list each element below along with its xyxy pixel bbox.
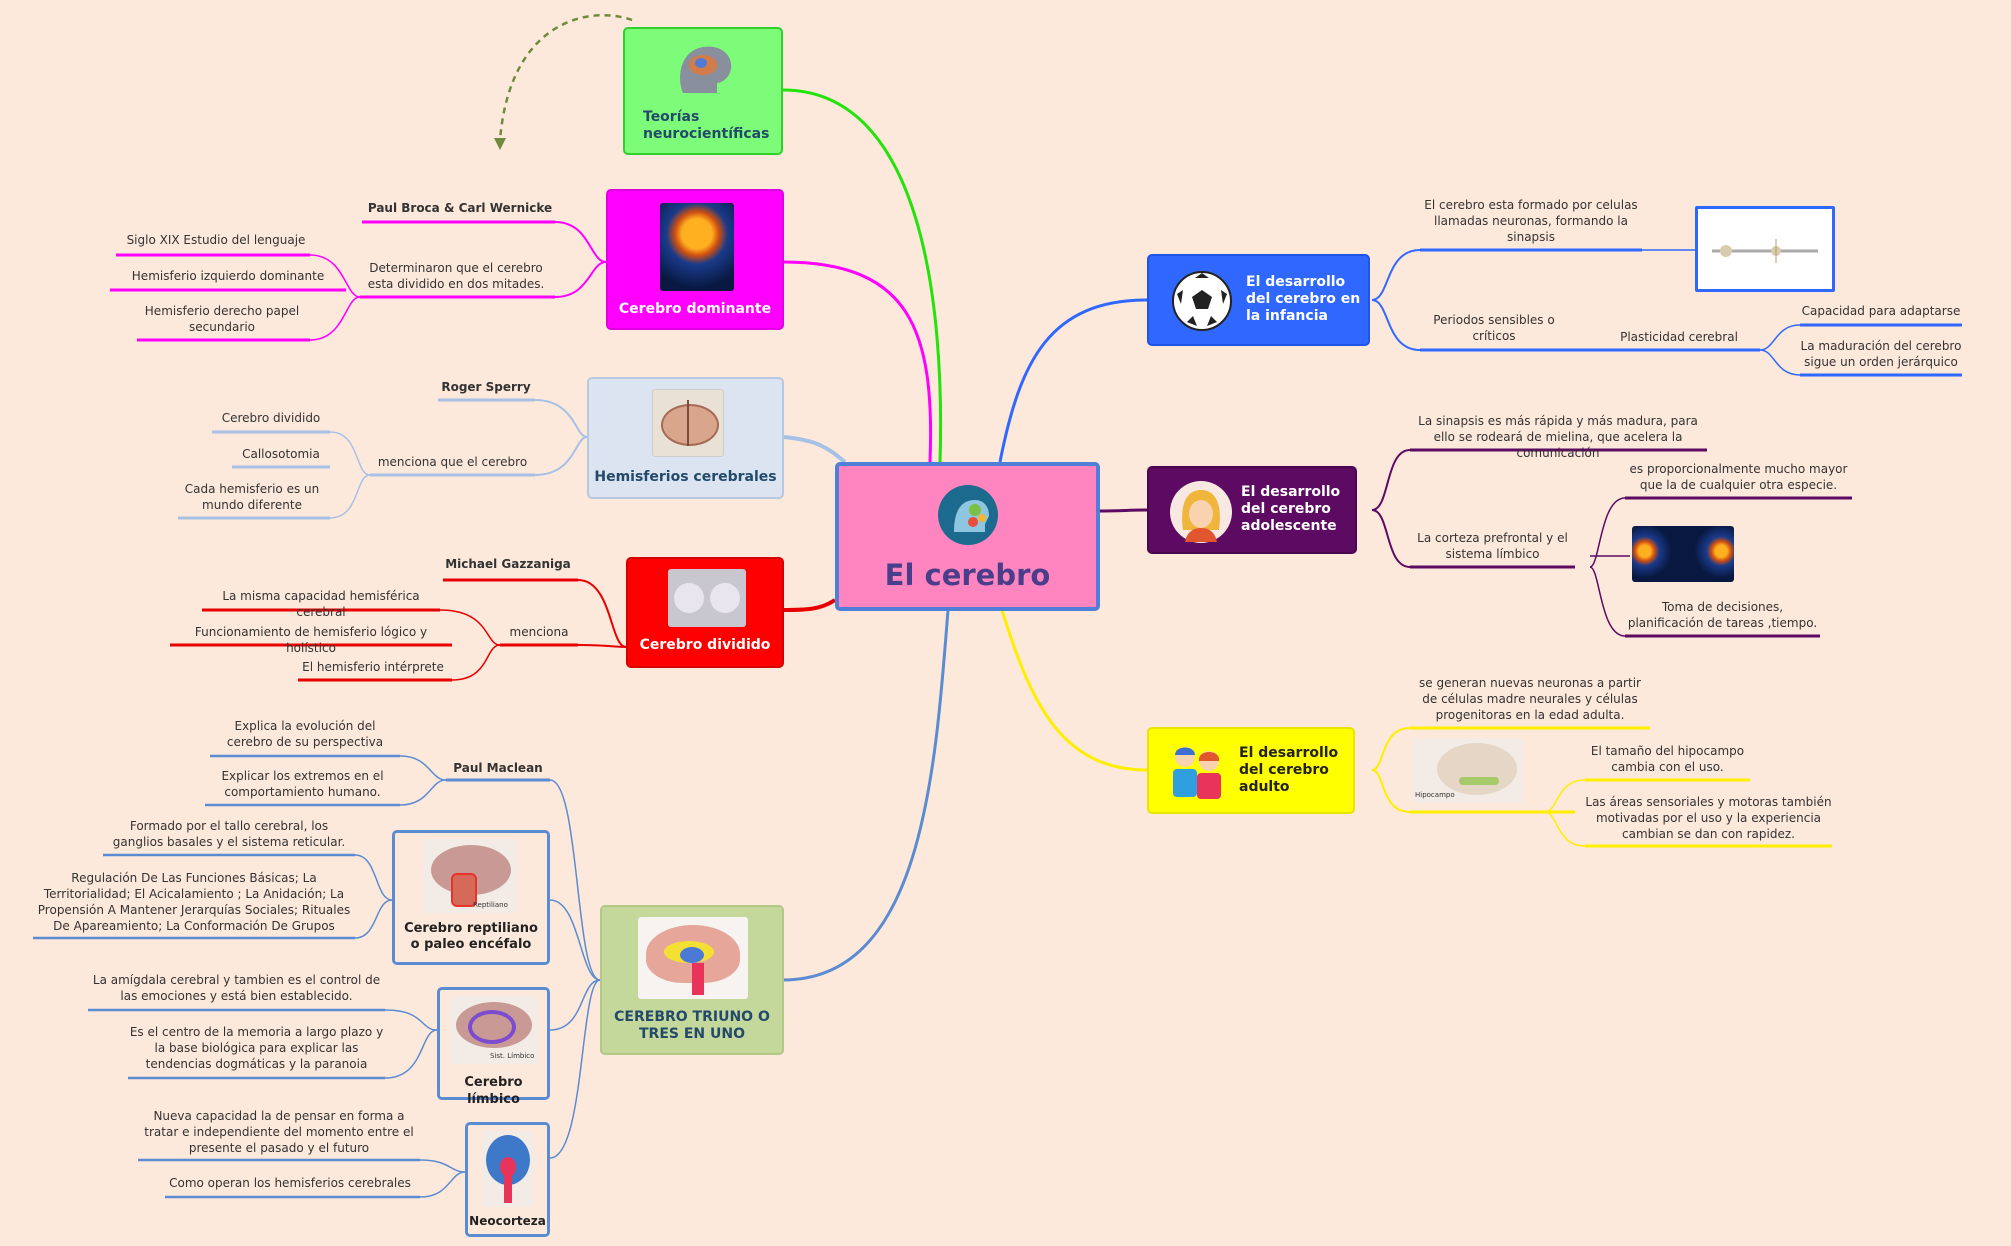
adulto-item: Las áreas sensoriales y motoras también … xyxy=(1585,795,1832,841)
infancia-plasticidad: Plasticidad cerebral xyxy=(1620,330,1738,344)
node-infancia-title: El desarrollo del cerebro en la infancia xyxy=(1246,274,1361,324)
brain-scan-image xyxy=(660,203,734,291)
brain-hemispheres-image xyxy=(652,389,724,457)
corteza-item: es proporcionalmente mucho mayor que la … xyxy=(1629,462,1848,492)
node-triuno-title: CEREBRO TRIUNO O TRES EN UNO xyxy=(614,1009,770,1042)
node-dividido-title: Cerebro dividido xyxy=(639,637,771,653)
hemisferios-item: Callosotomia xyxy=(242,447,320,461)
plasticidad-item: Capacidad para adaptarse xyxy=(1801,304,1961,318)
plasticidad-item: La maduración del cerebro sigue un orden… xyxy=(1800,339,1962,369)
adulto-neurogenesis: se generan nuevas neuronas a partir de c… xyxy=(1419,676,1641,722)
brain-head-icon xyxy=(680,46,732,93)
node-teorias[interactable]: Teorías neurocientíficas xyxy=(623,27,783,155)
soccer-ball-icon xyxy=(1172,271,1232,331)
hemisferios-item: Cada hemisferio es un mundo diferente xyxy=(184,482,320,512)
hippocampus-image: Hipocampo xyxy=(1413,739,1523,803)
triune-brain-image xyxy=(638,917,748,999)
node-hemisferios[interactable]: Hemisferios cerebrales xyxy=(587,377,784,499)
dividido-item: La misma capacidad hemisférica cerebral xyxy=(222,589,420,619)
adolescente-corteza: La corteza prefrontal y el sistema límbi… xyxy=(1417,531,1568,561)
reptiliano-item: Formado por el tallo cerebral, los gangl… xyxy=(112,819,346,849)
limbico-item: La amígdala cerebral y tambien es el con… xyxy=(92,973,381,1003)
dominante-item: Siglo XIX Estudio del lenguaje xyxy=(126,233,306,247)
dominante-finding: Determinaron que el cerebro esta dividid… xyxy=(367,261,545,291)
node-adulto-title: El desarrollo del cerebro adulto xyxy=(1239,745,1339,795)
hemisferios-item: Cerebro dividido xyxy=(221,411,321,425)
triuno-author-item: Explicar los extremos en el comportamien… xyxy=(221,769,384,799)
adulto-item: El tamaño del hipocampo cambia con el us… xyxy=(1590,744,1745,774)
node-adulto[interactable]: El desarrollo del cerebro adulto xyxy=(1147,727,1355,814)
dominante-item: Hemisferio derecho papel secundario xyxy=(144,304,300,334)
central-title: El cerebro xyxy=(884,558,1051,592)
adolescente-sinapsis: La sinapsis es más rápida y más madura, … xyxy=(1418,414,1698,460)
node-hemisferios-title: Hemisferios cerebrales xyxy=(594,469,777,485)
reptiliano-item: Regulación De Las Funciones Básicas; La … xyxy=(37,871,351,933)
node-reptiliano[interactable]: Reptiliano Cerebro reptiliano o paleo en… xyxy=(392,830,550,965)
node-neocorteza[interactable]: Neocorteza xyxy=(465,1122,550,1237)
node-neocorteza-title: Neocorteza xyxy=(469,1214,546,1228)
dominante-authors: Paul Broca & Carl Wernicke xyxy=(367,201,553,215)
node-dominante-title: Cerebro dominante xyxy=(618,301,772,317)
central-topic[interactable]: El cerebro xyxy=(835,462,1100,611)
triuno-author: Paul Maclean xyxy=(453,761,543,775)
neocorteza-item: Nueva capacidad la de pensar en forma a … xyxy=(144,1109,414,1155)
node-dominante[interactable]: Cerebro dominante xyxy=(606,189,784,330)
dominante-item: Hemisferio izquierdo dominante xyxy=(131,269,325,283)
dividido-item: El hemisferio intérprete xyxy=(302,660,444,674)
dividido-author: Michael Gazzaniga xyxy=(445,557,571,571)
split-brain-image xyxy=(668,569,746,627)
limbic-brain-image: Sist. Límbico xyxy=(450,996,538,1064)
node-infancia[interactable]: El desarrollo del cerebro en la infancia xyxy=(1147,254,1370,346)
reptilian-brain-image: Reptiliano xyxy=(423,839,519,913)
brain-gears-icon xyxy=(938,485,998,545)
reptiliano-img-label: Reptiliano xyxy=(473,901,508,909)
neocorteza-item: Como operan los hemisferios cerebrales xyxy=(169,1176,411,1190)
node-limbico-title: Cerebro límbico xyxy=(464,1075,523,1107)
limbico-img-label: Sist. Límbico xyxy=(490,1052,535,1060)
node-adolescente[interactable]: El desarrollo del cerebro adolescente xyxy=(1147,466,1357,554)
node-teorias-title: Teorías neurocientíficas xyxy=(643,109,770,142)
node-triuno[interactable]: CEREBRO TRIUNO O TRES EN UNO xyxy=(600,905,784,1055)
node-dividido[interactable]: Cerebro dividido xyxy=(626,557,784,668)
limbico-item: Es el centro de la memoria a largo plazo… xyxy=(129,1025,384,1071)
dividido-finding: menciona xyxy=(509,625,569,639)
synapse-image xyxy=(1695,206,1835,292)
neocortex-image xyxy=(482,1131,534,1207)
hemisferios-finding: menciona que el cerebro xyxy=(377,455,528,469)
node-reptiliano-title: Cerebro reptiliano o paleo encéfalo xyxy=(404,921,538,952)
node-adolescente-title: El desarrollo del cerebro adolescente xyxy=(1241,484,1341,534)
infancia-periodos: Periodos sensibles o críticos xyxy=(1433,313,1555,343)
girl-avatar-icon xyxy=(1170,481,1232,543)
corteza-item: Toma de decisiones, planificación de tar… xyxy=(1627,600,1818,630)
prefrontal-scan-image xyxy=(1632,526,1734,582)
infancia-neurons: El cerebro esta formado por celulas llam… xyxy=(1424,198,1638,244)
hemisferios-author: Roger Sperry xyxy=(441,380,531,394)
node-limbico[interactable]: Sist. Límbico Cerebro límbico xyxy=(437,987,550,1107)
triuno-author-item: Explica la evolución del cerebro de su p… xyxy=(226,719,384,749)
couple-icon xyxy=(1173,747,1221,799)
dividido-item: Funcionamiento de hemisferio lógico y ho… xyxy=(194,625,428,655)
adulto-img-label: Hipocampo xyxy=(1415,791,1455,799)
